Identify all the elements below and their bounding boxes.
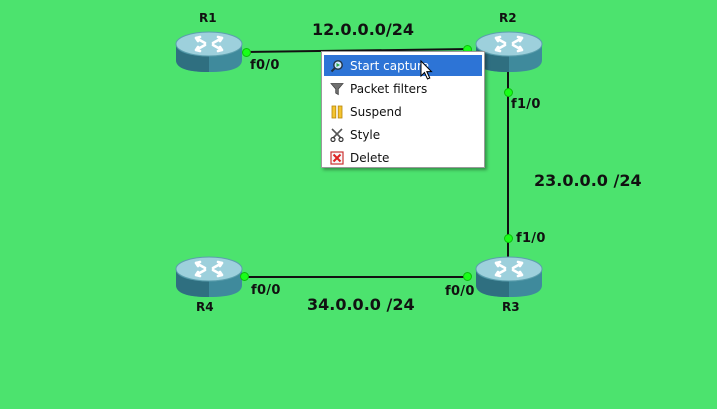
router-name-r1: R1: [199, 11, 217, 25]
network-label-r3-r4[interactable]: 34.0.0.0 /24: [307, 295, 415, 314]
router-arrows-icon: [194, 35, 224, 53]
router-name-r4: R4: [196, 300, 214, 314]
router-arrows-icon: [494, 35, 524, 53]
menu-item-label: Style: [350, 127, 381, 142]
scissors-style-icon: [330, 127, 344, 142]
menu-item-delete[interactable]: Delete: [324, 147, 482, 168]
port-r3-f10[interactable]: [504, 234, 513, 243]
link-r1-r2[interactable]: [245, 48, 471, 53]
menu-item-label: Start capture: [350, 58, 430, 73]
funnel-filter-icon: [330, 82, 344, 96]
delete-x-icon: [330, 150, 344, 165]
router-r4[interactable]: [174, 255, 244, 299]
interface-label-r1-f00: f0/0: [250, 58, 280, 73]
menu-item-style[interactable]: Style: [324, 124, 482, 145]
menu-item-label: Delete: [350, 150, 390, 165]
menu-item-suspend[interactable]: Suspend: [324, 101, 482, 122]
pause-icon: [330, 105, 344, 119]
interface-label-r2-f10: f1/0: [511, 97, 541, 112]
router-name-r2: R2: [499, 11, 517, 25]
router-r2[interactable]: [474, 30, 544, 74]
menu-item-packet-filters[interactable]: Packet filters: [324, 78, 482, 99]
port-r4-f00[interactable]: [240, 272, 249, 281]
router-name-r3: R3: [502, 300, 520, 314]
menu-item-label: Packet filters: [350, 81, 428, 96]
port-r2-f10[interactable]: [504, 88, 513, 97]
interface-label-r3-f10: f1/0: [516, 231, 546, 246]
port-r3-f00[interactable]: [463, 272, 472, 281]
network-label-r2-r3[interactable]: 23.0.0.0 /24: [534, 171, 642, 190]
link-context-menu: Start capture Packet filters Suspend: [321, 51, 485, 168]
magnifier-capture-icon: [330, 59, 344, 73]
router-arrows-icon: [194, 260, 224, 278]
menu-item-start-capture[interactable]: Start capture: [324, 55, 482, 76]
interface-label-r3-f00: f0/0: [445, 284, 475, 299]
port-r1-f00[interactable]: [242, 48, 251, 57]
network-label-r1-r2[interactable]: 12.0.0.0/24: [312, 20, 415, 39]
router-arrows-icon: [494, 260, 524, 278]
router-r3[interactable]: [474, 255, 544, 299]
mouse-pointer-icon: [420, 60, 433, 80]
interface-label-r4-f00: f0/0: [251, 283, 281, 298]
router-r1[interactable]: [174, 30, 244, 74]
menu-item-label: Suspend: [350, 104, 402, 119]
